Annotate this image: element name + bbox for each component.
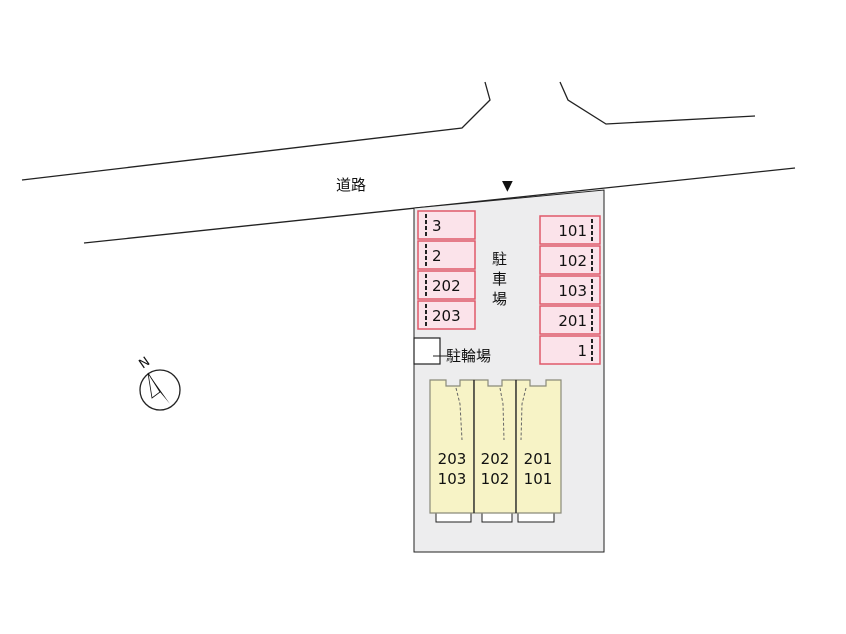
parking-label-char: 場 xyxy=(492,290,507,308)
apartment-building: 203 103 202 102 201 101 xyxy=(429,379,562,523)
parking-space-label: 101 xyxy=(558,222,587,240)
parking-label-char: 車 xyxy=(492,270,507,288)
parking-space: 101 xyxy=(539,215,601,245)
parking-space: 102 xyxy=(539,245,601,275)
unit-label-upper: 201 xyxy=(524,450,553,468)
parking-label-char: 駐 xyxy=(492,250,507,268)
parking-space: 103 xyxy=(539,275,601,305)
parking-space: 201 xyxy=(539,305,601,335)
parking-space-label: 201 xyxy=(558,312,587,330)
bicycle-parking-area xyxy=(413,337,441,365)
parking-left: 3 2 202 203 xyxy=(417,210,476,330)
parking-space-label: 102 xyxy=(558,252,587,270)
compass-label: N xyxy=(136,354,153,372)
building-unit xyxy=(473,379,517,514)
compass-icon: N xyxy=(136,354,181,411)
compass-needle xyxy=(148,373,170,404)
road-label: 道路 xyxy=(336,176,366,194)
unit-label-lower: 101 xyxy=(524,470,553,488)
parking-space-label: 202 xyxy=(432,277,461,295)
parking-space-label: 103 xyxy=(558,282,587,300)
bicycle-parking: 駐輪場 xyxy=(413,337,491,365)
parking-space-label: 3 xyxy=(432,217,442,235)
unit-label-upper: 203 xyxy=(438,450,467,468)
parking-space: 202 xyxy=(417,270,476,300)
unit-label-lower: 102 xyxy=(481,470,510,488)
building-unit xyxy=(429,379,475,514)
parking-space: 2 xyxy=(417,240,476,270)
parking-space: 3 xyxy=(417,210,476,240)
bicycle-parking-label: 駐輪場 xyxy=(446,347,491,365)
road: 道路 xyxy=(21,81,796,244)
building-unit xyxy=(515,379,562,514)
road-upper-edge xyxy=(21,81,491,181)
parking-space: 203 xyxy=(417,300,476,330)
parking-space-label: 203 xyxy=(432,307,461,325)
unit-label-lower: 103 xyxy=(438,470,467,488)
unit-label-upper: 202 xyxy=(481,450,510,468)
entrance-marker: ▼ xyxy=(502,178,513,194)
parking-space-label: 2 xyxy=(432,247,442,265)
parking-space-label: 1 xyxy=(577,342,587,360)
parking-label: 駐 車 場 xyxy=(492,250,507,308)
road-upper-edge-right xyxy=(559,81,756,125)
parking-space: 1 xyxy=(539,335,601,365)
parking-right: 101 102 103 201 1 xyxy=(539,215,601,365)
